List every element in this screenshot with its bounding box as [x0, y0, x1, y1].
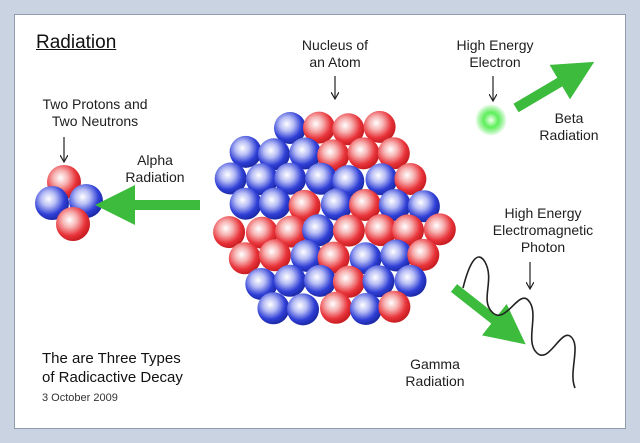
nucleus-proton	[349, 189, 381, 221]
alpha-proton	[56, 207, 90, 241]
photon-label-line: High Energy	[504, 205, 582, 221]
caption-line: of Radicactive Decay	[42, 369, 183, 386]
beta-arrow	[513, 61, 595, 113]
beta-electron	[475, 104, 507, 136]
nucleus-proton	[394, 163, 427, 195]
alpha-particle-label: Two Protons and Two Neutrons	[20, 96, 170, 130]
nucleus-proton	[332, 214, 365, 247]
caption-line: The are Three Types	[42, 350, 181, 367]
electron-label-line: High Energy	[456, 37, 534, 53]
nucleus-neutron	[257, 292, 290, 325]
nucleus-neutron	[304, 264, 336, 297]
diagram-caption: The are Three Types of Radicactive Decay	[42, 349, 183, 387]
nucleus-neutron	[378, 189, 411, 221]
nucleus-neutron	[305, 162, 338, 195]
nucleus-proton	[288, 189, 321, 222]
nucleus-proton	[392, 214, 424, 247]
nucleus-neutron	[362, 265, 395, 298]
nucleus-proton	[377, 137, 410, 170]
nucleus-neutron	[320, 188, 353, 221]
photon-label-line: Photon	[520, 239, 566, 255]
nucleus-label-line: Nucleus of	[301, 37, 369, 53]
nucleus-neutron	[380, 239, 413, 272]
nucleus-neutron	[274, 112, 306, 144]
nucleus-neutron	[287, 293, 319, 326]
nucleus-proton	[347, 137, 380, 170]
nucleus-neutron	[229, 187, 262, 220]
nucleus-label-line: an Atom	[309, 54, 361, 70]
nucleus-neutron	[245, 268, 278, 300]
photon-label-line: Electromagnetic	[492, 222, 594, 238]
nucleus-neutron	[274, 162, 307, 195]
nucleus-neutron	[257, 138, 290, 171]
gamma-radiation-label-line: Radiation	[405, 373, 465, 389]
nucleus-neutron	[302, 214, 335, 247]
nucleus-proton	[317, 241, 350, 274]
nucleus-proton	[332, 113, 365, 146]
electron-label: High Energy Electron	[440, 37, 550, 71]
alpha-radiation-label-line: Radiation	[125, 169, 185, 185]
nucleus-neutron	[229, 135, 262, 168]
photon-wave	[462, 256, 576, 389]
nucleus-neutron	[245, 163, 278, 196]
nucleus-proton	[364, 214, 397, 247]
alpha-particle-label-line: Two Neutrons	[51, 113, 139, 129]
electron-label-line: Electron	[469, 54, 521, 70]
gamma-radiation-label-line: Gamma	[410, 356, 460, 372]
alpha-neutron	[35, 186, 69, 220]
alpha-radiation-label-line: Alpha	[137, 152, 173, 168]
nucleus-proton	[228, 242, 261, 275]
gamma-radiation-label: Gamma Radiation	[390, 356, 480, 390]
nucleus-proton	[332, 265, 365, 298]
nucleus-neutron	[365, 163, 398, 196]
nucleus-label: Nucleus of an Atom	[283, 37, 387, 71]
nucleus-proton	[275, 215, 307, 248]
nucleus-proton	[378, 290, 411, 323]
nucleus-proton	[407, 238, 440, 271]
nucleus-proton	[258, 239, 291, 272]
nucleus-proton	[320, 291, 352, 324]
nucleus-neutron	[407, 190, 440, 223]
nucleus-neutron	[349, 293, 382, 325]
alpha-particle-label-line: Two Protons and	[42, 96, 148, 112]
beta-radiation-label-line: Radiation	[539, 127, 599, 143]
nucleus-neutron	[214, 162, 247, 195]
nucleus-neutron	[289, 137, 322, 170]
diagram-title: Radiation	[36, 32, 117, 53]
diagram-date: 3 October 2009	[42, 392, 118, 404]
nucleus-proton	[213, 216, 246, 249]
nucleus-neutron	[258, 187, 291, 220]
atom-nucleus	[213, 110, 456, 326]
photon-label: High Energy Electromagnetic Photon	[478, 205, 608, 256]
nucleus-neutron	[290, 239, 323, 272]
nucleus-neutron	[394, 264, 427, 297]
alpha-radiation-label: Alpha Radiation	[110, 152, 200, 186]
beta-radiation-label-line: Beta	[554, 110, 584, 126]
nucleus-neutron	[274, 264, 306, 297]
nucleus-proton	[303, 111, 335, 144]
beta-radiation-label: Beta Radiation	[524, 110, 614, 144]
nucleus-proton	[363, 110, 396, 143]
nucleus-proton	[423, 213, 456, 246]
gamma-arrow	[450, 284, 526, 345]
alpha-particle	[35, 165, 103, 241]
